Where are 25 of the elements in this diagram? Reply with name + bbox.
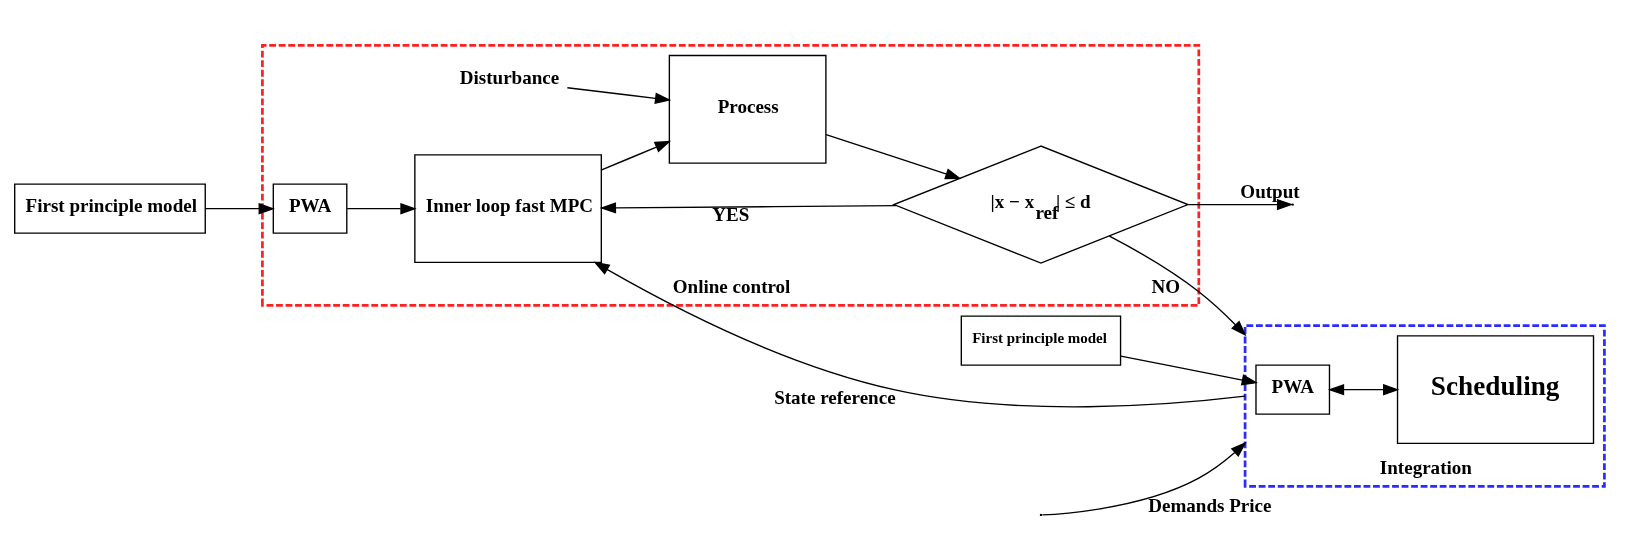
arrow	[346, 202, 417, 214]
edge-label: State reference	[774, 386, 896, 408]
arrow	[601, 140, 672, 171]
arrow	[1041, 441, 1247, 516]
arrow	[1120, 354, 1258, 386]
edge-label: Output	[1240, 180, 1300, 202]
arrow	[825, 133, 962, 179]
node-box: PWA	[272, 183, 348, 234]
arrow	[204, 202, 275, 214]
node-box: PWA	[1255, 364, 1331, 415]
node-text: Disturbance	[459, 66, 560, 88]
node-box: First principle model	[14, 183, 206, 234]
arrow	[599, 201, 898, 214]
edge-label: NO	[1151, 275, 1181, 297]
node-box: First principle model	[960, 315, 1122, 366]
arrow	[1327, 383, 1400, 395]
edge-label: Demands Price	[1148, 494, 1272, 516]
arrow	[1108, 235, 1247, 336]
edge-label: YES	[712, 203, 750, 225]
arrow	[593, 261, 1246, 407]
arrow	[1187, 198, 1294, 210]
node-box: Process	[668, 54, 827, 164]
arrow	[566, 86, 672, 104]
node-box: Scheduling	[1396, 334, 1595, 444]
node-box: Inner loop fast MPC	[414, 153, 602, 263]
